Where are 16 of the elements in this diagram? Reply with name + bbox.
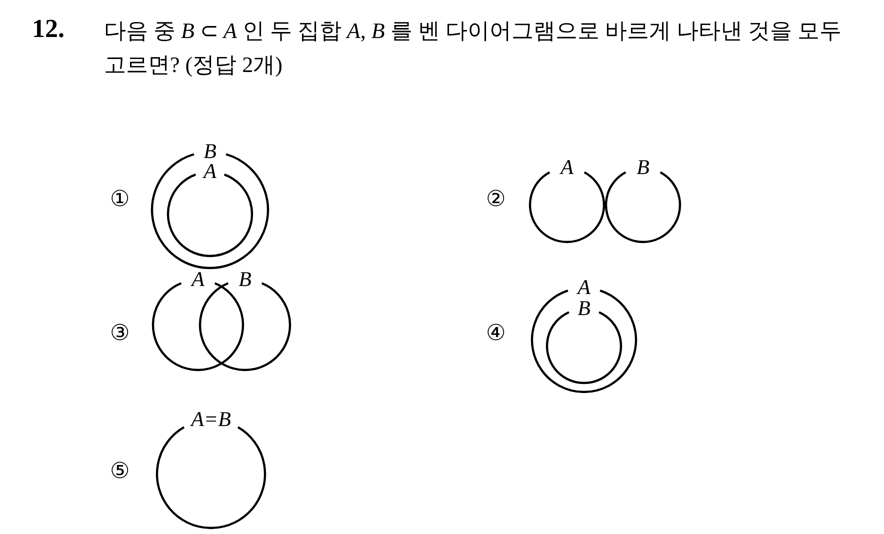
set-label: A <box>560 156 574 178</box>
set-label: A <box>578 276 590 298</box>
set-label: B <box>238 268 252 290</box>
option-number: ③ <box>110 320 130 346</box>
option-number: ① <box>110 186 130 212</box>
option-number: ② <box>486 186 506 212</box>
set-label: B <box>204 140 216 162</box>
set-label: A <box>192 268 204 290</box>
set-label: A <box>204 160 216 182</box>
set-label: B <box>578 297 590 319</box>
set-label: A=B <box>191 408 231 430</box>
set-label: B <box>636 156 650 178</box>
option-number: ⑤ <box>110 458 130 484</box>
question-text: 다음 중 B ⊂ A 인 두 집합 A, B 를 벤 다이어그램으로 바르게 나타낸 것을 모두 고르면? (정답 2개) <box>104 17 842 79</box>
option-number: ④ <box>486 320 506 346</box>
question-number: 12. <box>32 14 64 44</box>
